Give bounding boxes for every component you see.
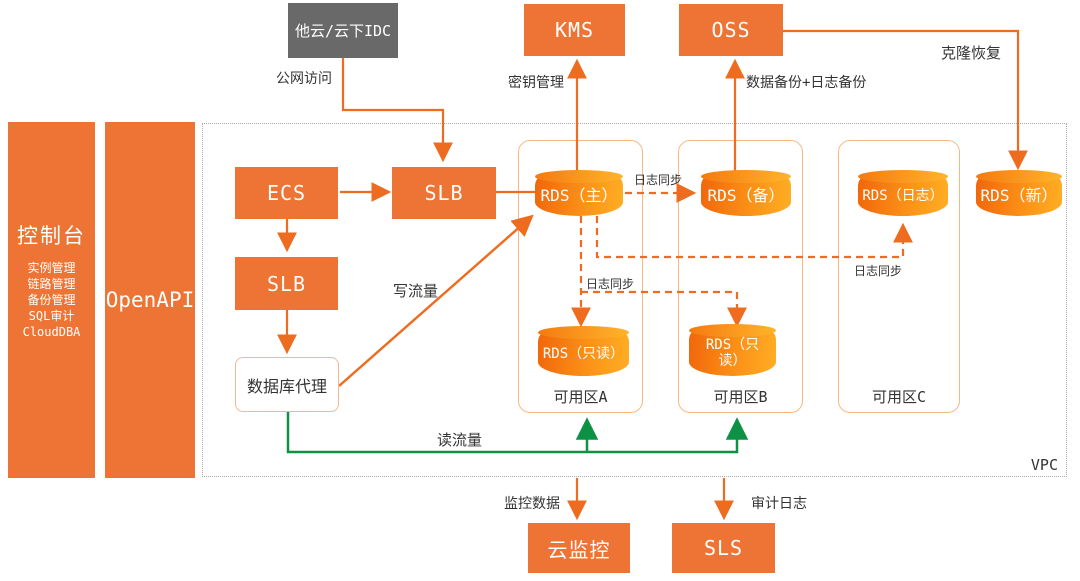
log-sync-readonly-label: 日志同步 xyxy=(586,277,635,291)
ecs-node: ECS xyxy=(235,167,338,219)
console-title: 控制台 xyxy=(17,224,86,248)
rds-log-label: RDS（日志） xyxy=(862,187,944,204)
console-item: 链路管理 xyxy=(27,277,76,291)
slb-top-node: SLB xyxy=(392,167,496,219)
openapi-panel: OpenAPI xyxy=(105,122,195,478)
audit-log-label: 审计日志 xyxy=(751,496,807,512)
rds-standby-label: RDS（备） xyxy=(707,185,785,205)
rds-log-cylinder: RDS（日志） xyxy=(858,170,948,216)
vpc-label: VPC xyxy=(1030,456,1058,474)
console-item: 备份管理 xyxy=(27,293,76,307)
read-traffic-label: 读流量 xyxy=(437,431,483,449)
rds-readonly-b-label: RDS（只读） xyxy=(705,336,760,369)
rds-master-label: RDS（主） xyxy=(540,185,618,205)
oss-node: OSS xyxy=(679,4,783,56)
kms-node: KMS xyxy=(524,4,625,56)
cloud-monitor-node: 云监控 xyxy=(528,523,630,573)
log-sync-standby-label: 日志同步 xyxy=(634,173,683,187)
idc-node: 他云/云下IDC xyxy=(288,3,398,58)
console-item: 实例管理 xyxy=(27,261,76,275)
console-item: SQL审计 xyxy=(28,309,75,323)
public-access-label: 公网访问 xyxy=(276,71,332,87)
zone-b: 可用区B xyxy=(678,140,803,413)
rds-readonly-b-cylinder: RDS（只读） xyxy=(689,324,776,376)
key-management-label: 密钥管理 xyxy=(508,75,564,91)
write-traffic-label: 写流量 xyxy=(393,282,439,300)
log-sync-log-label: 日志同步 xyxy=(854,264,903,278)
console-panel: 控制台 实例管理 链路管理 备份管理 SQL审计 CloudDBA xyxy=(8,122,95,478)
zone-b-label: 可用区B xyxy=(713,388,768,406)
db-proxy-node: 数据库代理 xyxy=(235,357,339,412)
rds-readonly-a-label: RDS（只读） xyxy=(542,345,625,362)
data-backup-label: 数据备份+日志备份 xyxy=(746,75,867,91)
monitor-data-label: 监控数据 xyxy=(504,496,560,512)
rds-master-cylinder: RDS（主） xyxy=(535,170,623,216)
rds-readonly-a-cylinder: RDS（只读） xyxy=(538,326,629,376)
rds-standby-cylinder: RDS（备） xyxy=(701,170,791,216)
rds-new-cylinder: RDS（新） xyxy=(976,170,1062,216)
clone-restore-label: 克隆恢复 xyxy=(941,44,1002,62)
console-items: 实例管理 链路管理 备份管理 SQL审计 CloudDBA xyxy=(8,260,95,340)
zone-c-label: 可用区C xyxy=(871,388,927,406)
console-item: CloudDBA xyxy=(22,325,81,339)
openapi-label: OpenAPI xyxy=(105,288,195,312)
rds-new-label: RDS（新） xyxy=(980,185,1058,205)
vpc-region: VPC xyxy=(202,123,1067,477)
sls-node: SLS xyxy=(672,523,775,573)
zone-a-label: 可用区A xyxy=(553,388,608,406)
slb-left-node: SLB xyxy=(235,257,338,310)
